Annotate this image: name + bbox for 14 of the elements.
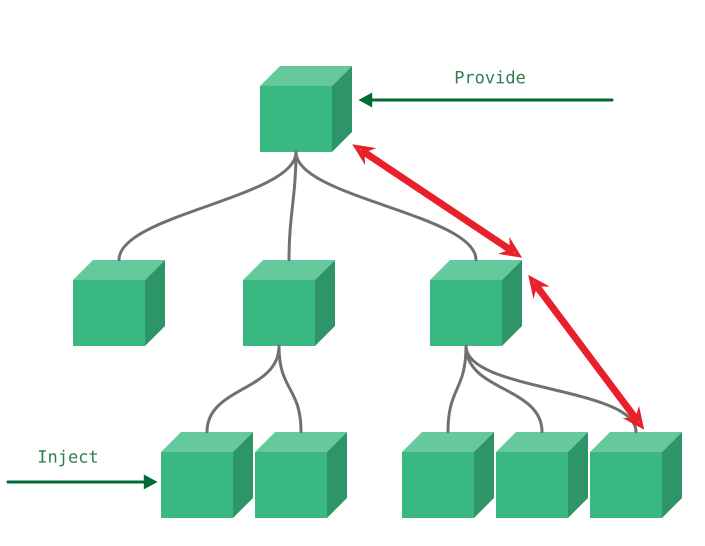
cube — [430, 260, 522, 346]
cube — [243, 260, 335, 346]
cube — [161, 432, 253, 518]
cube — [73, 260, 165, 346]
cube — [496, 432, 588, 518]
cube — [590, 432, 682, 518]
edge-label: Provide — [456, 70, 525, 84]
cube — [402, 432, 494, 518]
edge-label: Inject — [38, 450, 98, 466]
connector-line — [294, 150, 478, 262]
cube — [260, 66, 352, 152]
cube — [255, 432, 347, 518]
connector-line — [464, 344, 638, 434]
connector-line — [278, 344, 302, 434]
